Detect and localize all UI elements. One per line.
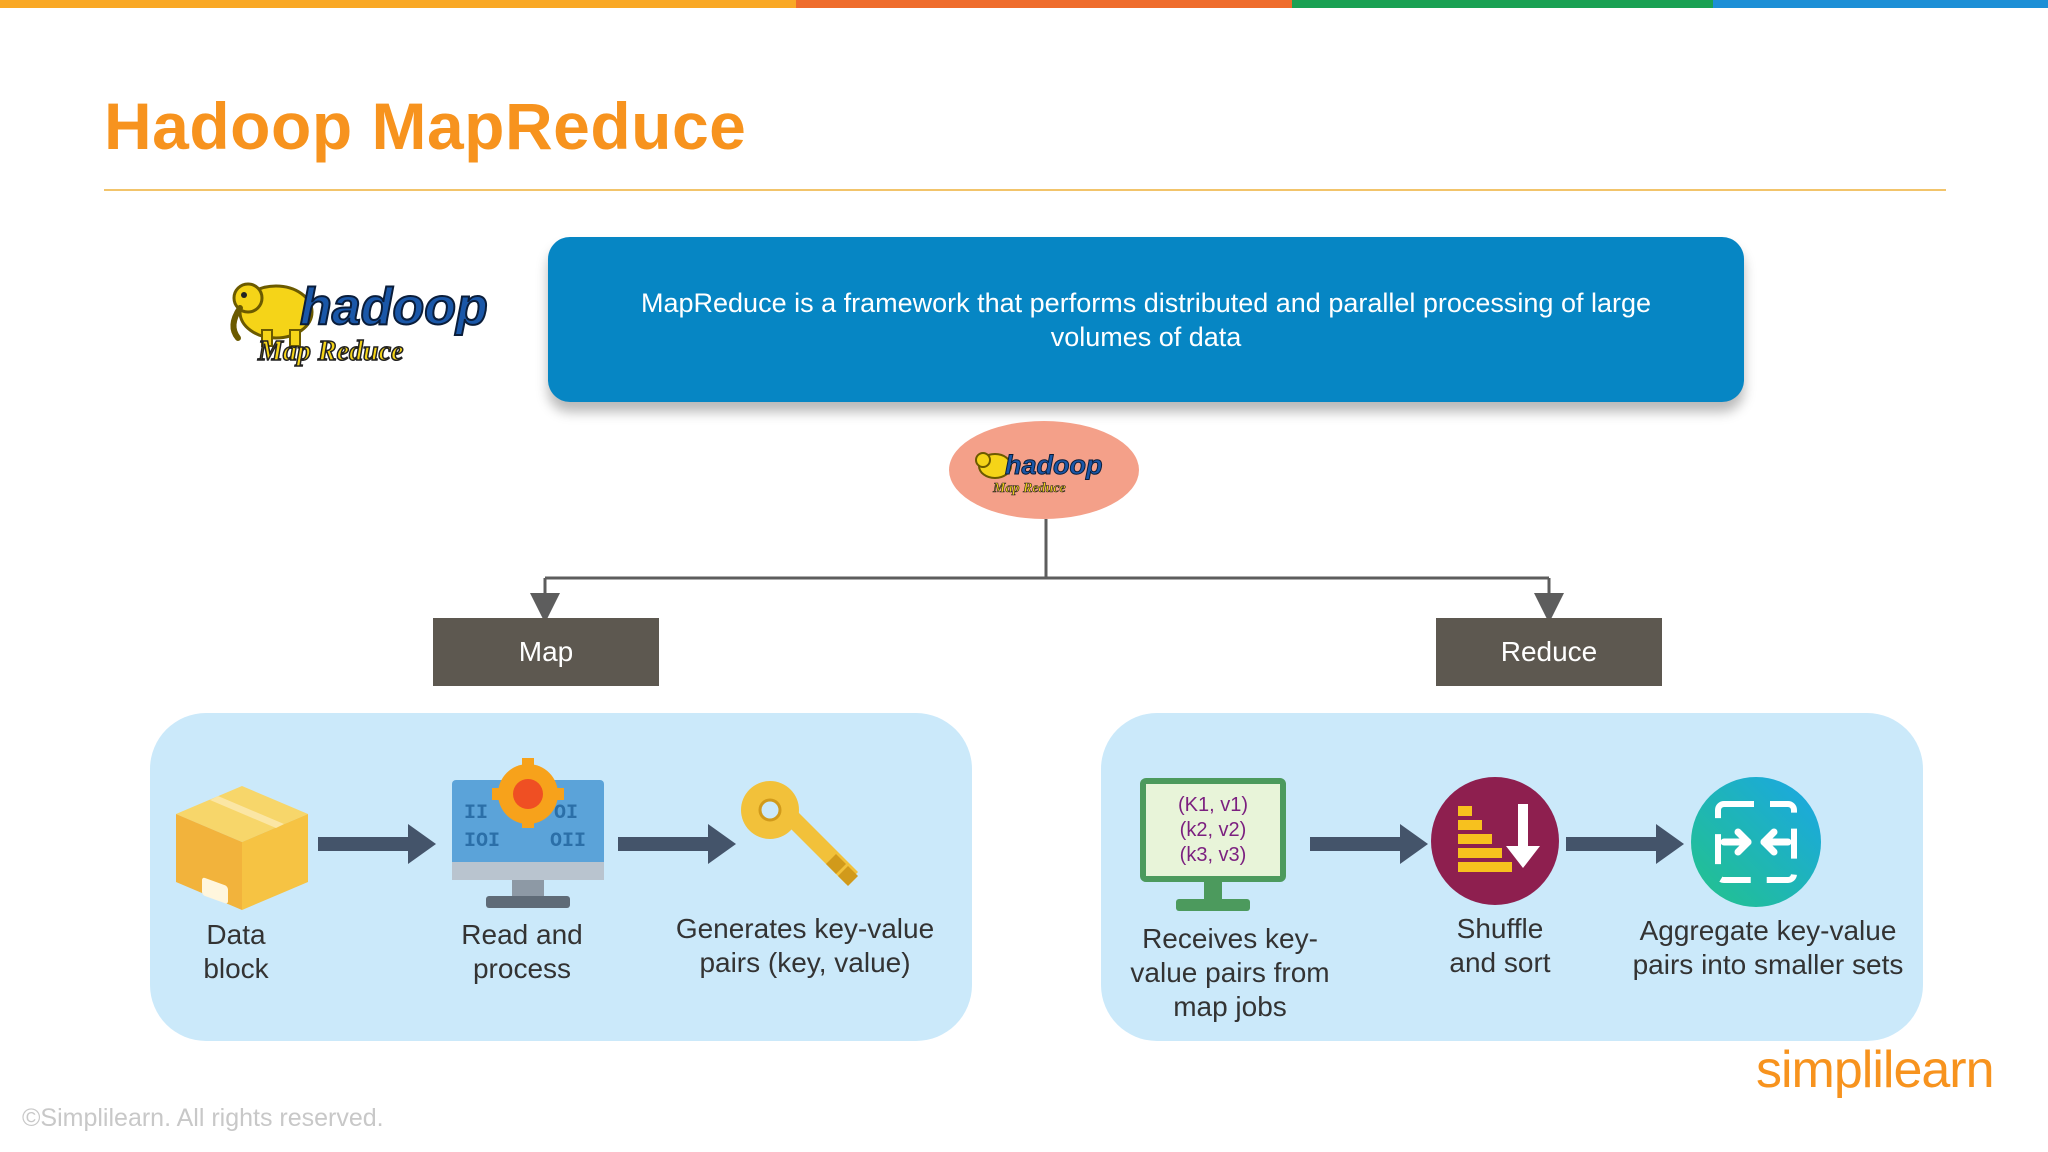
hub-sub: Map Reduce	[992, 481, 1066, 496]
map-step-1-label: Data block	[203, 919, 269, 984]
monitor-list-icon: (K1, v1) (k2, v2) (k3, v3)	[1140, 778, 1286, 911]
map-step-3-label: Generates key-value pairs (key, value)	[675, 913, 935, 978]
svg-text:OII: OII	[550, 830, 586, 853]
reduce-label: Reduce	[1436, 618, 1662, 686]
pair-3: (k3, v3)	[1180, 844, 1247, 866]
slide-title: Hadoop MapReduce	[104, 89, 747, 163]
reduce-arrow-1-icon	[1310, 824, 1428, 864]
map-arrow-1-icon	[318, 824, 436, 864]
logo-sub: Map Reduce	[257, 336, 403, 367]
simplilearn-logo: simplilearn	[1756, 1041, 1995, 1099]
bar-segment-blue	[1713, 0, 2048, 8]
hadoop-elephant-icon: hadoop Map Reduce	[230, 277, 489, 368]
reduce-step-3-label: Aggregate key-value pairs into smaller s…	[1632, 915, 1904, 980]
hadoop-elephant-small-icon: hadoop Map Reduce	[975, 450, 1103, 496]
bar-segment-orange	[0, 0, 796, 8]
top-color-bar	[0, 0, 2048, 8]
bar-segment-red	[796, 0, 1292, 8]
title-divider	[104, 189, 1946, 191]
sort-descending-icon	[1431, 777, 1559, 905]
svg-text:II: II	[464, 802, 488, 825]
hadoop-hub-node: hadoop Map Reduce	[949, 421, 1139, 519]
reduce-arrow-2-icon	[1566, 824, 1684, 864]
reduce-step-2-label: Shuffle and sort	[1449, 913, 1551, 978]
merge-arrows-icon	[1691, 777, 1821, 907]
definition-box: MapReduce is a framework that performs d…	[548, 237, 1744, 402]
map-label: Map	[433, 618, 659, 686]
map-step-2-label: Read and process	[461, 919, 583, 984]
bar-segment-green	[1292, 0, 1713, 8]
pair-2: (k2, v2)	[1180, 819, 1247, 841]
logo-word: hadoop	[300, 278, 488, 336]
map-arrow-2-icon	[618, 824, 736, 864]
definition-text: MapReduce is a framework that performs d…	[641, 287, 1651, 352]
copyright-text: ©Simplilearn. All rights reserved.	[22, 1104, 384, 1132]
reduce-step-1-label: Receives key-value pairs from map jobs	[1130, 923, 1330, 1022]
hadoop-mapreduce-logo: hadoop Map Reduce	[218, 268, 518, 378]
svg-text:OI: OI	[554, 802, 578, 825]
package-box-icon	[176, 786, 308, 910]
svg-text:IOI: IOI	[464, 830, 500, 853]
pair-1: (K1, v1)	[1178, 794, 1248, 816]
hub-word: hadoop	[1005, 450, 1102, 480]
key-icon	[741, 781, 858, 886]
monitor-gear-icon: II IOI OI OII	[452, 758, 604, 908]
